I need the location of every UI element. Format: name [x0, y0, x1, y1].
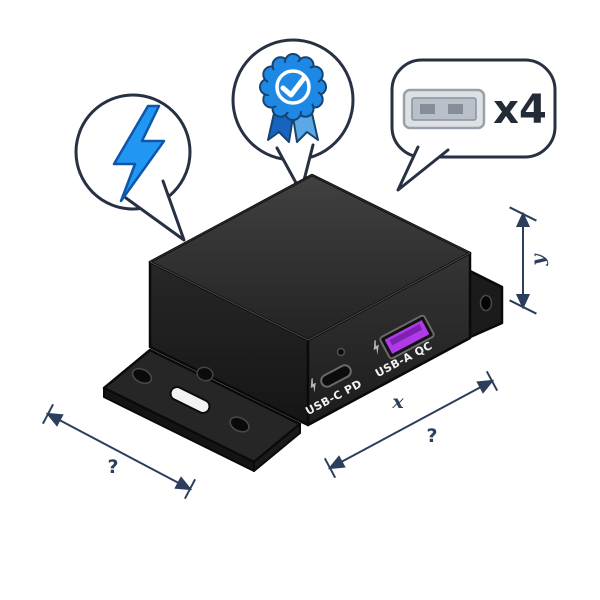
badge-ring	[275, 69, 311, 105]
arrowhead-icon	[476, 379, 495, 394]
lightning-bolt-icon	[112, 104, 166, 203]
device-body: USB-C PD USB-A QC	[102, 173, 504, 472]
usb-a-port-icon	[402, 88, 486, 130]
led-indicator	[336, 347, 346, 357]
x-unknown-label: ?	[426, 425, 437, 447]
arrowhead-icon	[174, 476, 193, 491]
arrowhead-icon	[327, 455, 346, 470]
dimension-depth: ?	[42, 403, 196, 500]
flange-screw-hole	[479, 294, 493, 312]
flange-screw-hole	[131, 367, 153, 385]
depth-unknown-label: ?	[107, 456, 118, 478]
side-screw-hole	[196, 366, 214, 382]
back-edge-highlight	[149, 174, 471, 263]
badge-checkmark-icon	[280, 75, 307, 98]
speech-bubble-ports: x4	[390, 58, 557, 192]
y-dimension-label: y	[527, 253, 549, 267]
top-edge-highlight	[149, 252, 471, 341]
badge-rosette	[259, 53, 327, 121]
certified-badge-icon	[259, 53, 327, 143]
dimension-x: x ?	[323, 370, 499, 479]
mounting-flange-right	[466, 268, 504, 340]
x-dimension-label: x	[391, 391, 404, 413]
usb-c-port	[320, 364, 352, 388]
speech-bubble-power	[74, 93, 192, 242]
ports-count-label: x4	[493, 87, 547, 133]
flange-slot-hole	[169, 386, 211, 414]
usb-a-port	[379, 314, 435, 360]
arrowhead-icon	[515, 211, 531, 227]
arrowhead-icon	[45, 412, 64, 427]
flange-screw-hole	[229, 416, 250, 433]
dimension-y: y	[509, 206, 549, 315]
mounting-flange-left	[102, 348, 302, 472]
speech-bubble-certified	[231, 38, 355, 194]
bubble-tail	[396, 145, 450, 192]
arrowhead-icon	[515, 294, 531, 310]
bubble-tail	[124, 179, 186, 242]
